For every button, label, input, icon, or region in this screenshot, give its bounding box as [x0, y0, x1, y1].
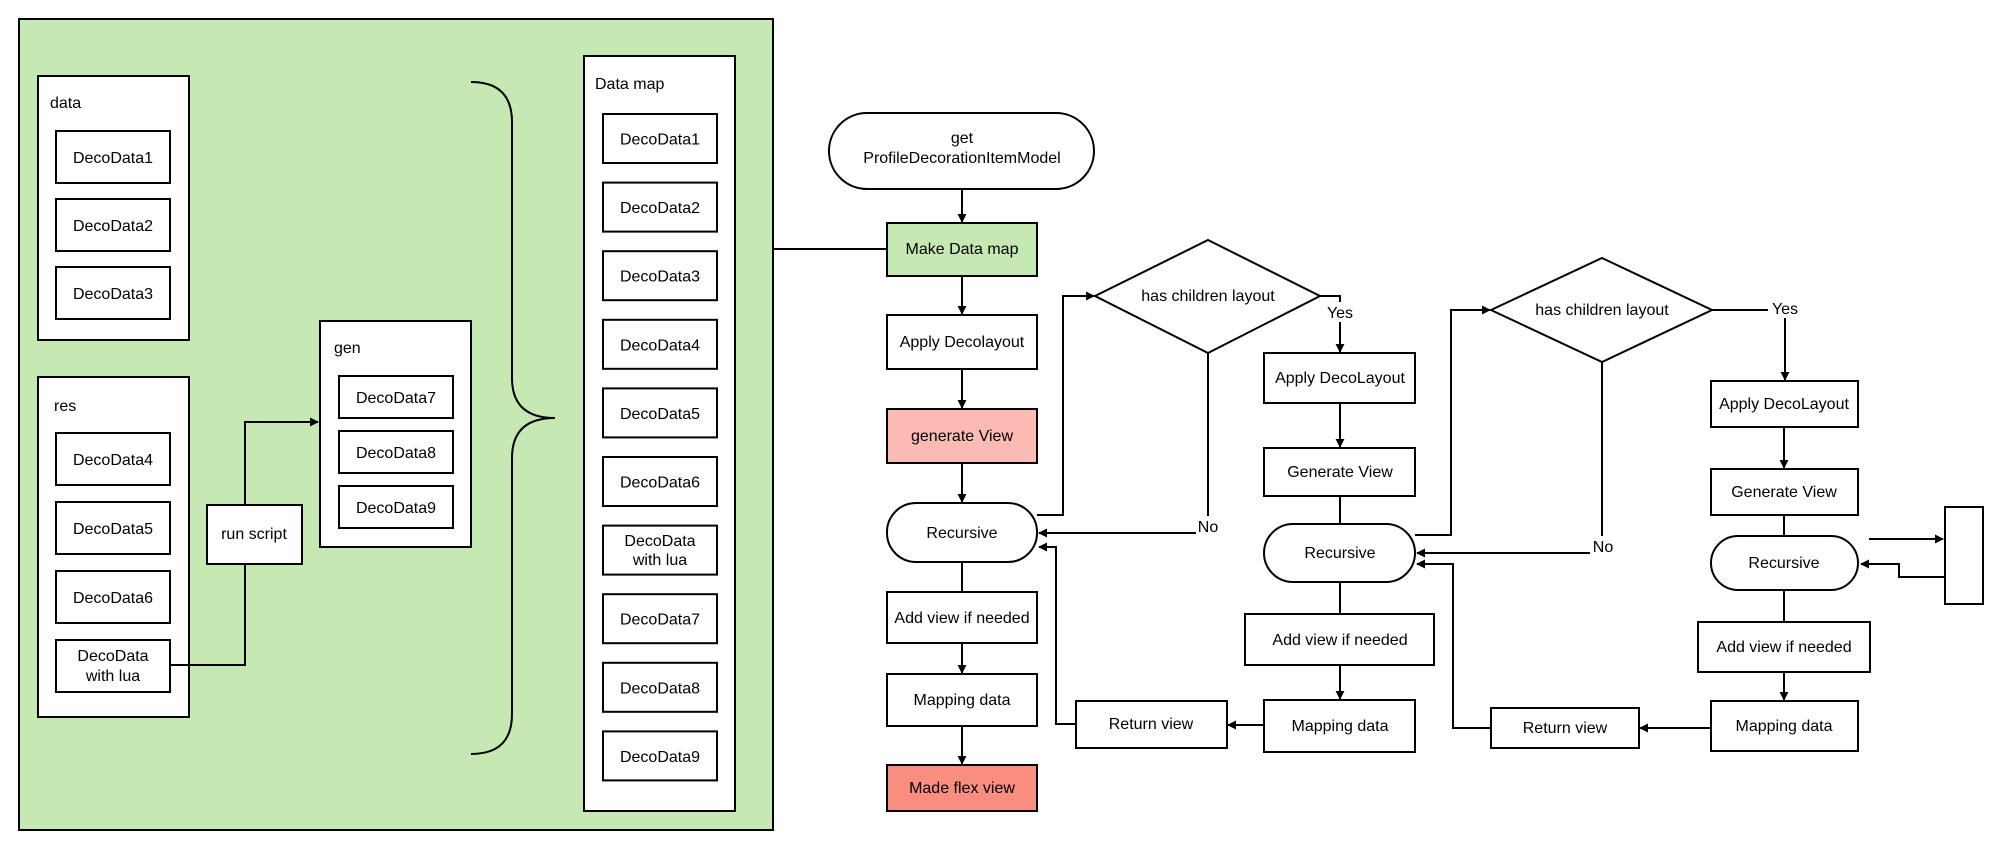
data-map-items: DecoData1DecoData2DecoData3DecoData4Deco…: [602, 113, 718, 782]
made-flex-view-node: [886, 764, 1038, 812]
data-map-item: DecoData7: [620, 612, 700, 629]
truncated-node: [1944, 506, 1984, 605]
arrow: [1038, 353, 1209, 538]
data-map-item: DecoData2: [620, 200, 700, 217]
recursive-3-label: Recursive: [1748, 555, 1819, 572]
data-map-item-box: [602, 387, 718, 439]
data-map-item-box: [602, 456, 718, 507]
data-map-item: DecoData1: [620, 132, 700, 149]
connector: [170, 564, 246, 666]
arrow: [1038, 542, 1076, 725]
data-map-item-box: [602, 661, 718, 713]
make-data-map-label: Make Data map: [906, 241, 1019, 258]
no-label: No: [1593, 539, 1614, 556]
add-view-label: Add view if needed: [894, 610, 1029, 627]
data-map-item-box: [602, 730, 718, 782]
arrow: [1037, 291, 1095, 516]
arrow: [1416, 559, 1491, 729]
recursive-2-label: Recursive: [1304, 545, 1375, 562]
no-label: No: [1198, 519, 1219, 536]
apply-decolayout-label: Apply Decolayout: [900, 334, 1025, 351]
curly-brace: [470, 81, 556, 755]
res-group: res DecoData4 DecoData5 DecoData6 DecoDa…: [37, 376, 190, 718]
add-view-2-node: [1244, 613, 1435, 666]
mapping-data-2-label: Mapping data: [1292, 718, 1389, 735]
data-map-item: DecoData3: [620, 269, 700, 286]
arrow-to-gen: [244, 417, 319, 505]
data-map-item-box: [602, 318, 718, 370]
data-map-item: DecoData4: [620, 337, 700, 354]
gen-item: DecoData8: [356, 445, 436, 462]
arrow: [1860, 559, 1945, 578]
recursive-label: Recursive: [926, 525, 997, 542]
res-group-title: res: [54, 398, 76, 415]
generate-view-2-node: [1263, 447, 1416, 497]
data-map-item: DecoData5: [620, 406, 700, 423]
yes-label: Yes: [1327, 305, 1353, 322]
gen-item: DecoData7: [356, 390, 436, 407]
apply-decolayout-3-label: Apply DecoLayout: [1719, 396, 1849, 413]
data-map-item-box: [602, 593, 718, 645]
data-group-title: data: [50, 95, 81, 112]
mapping-data-label: Mapping data: [914, 692, 1011, 709]
apply-decolayout-2-node: [1263, 352, 1416, 404]
decision-2-label: has children layout: [1535, 302, 1669, 319]
generate-view-node: [886, 408, 1038, 464]
mapping-data-3-node: [1710, 700, 1859, 752]
mapping-data-2-node: [1263, 699, 1416, 753]
apply-decolayout-node: [886, 314, 1038, 370]
arrow: [1415, 305, 1491, 536]
res-item: DecoData5: [73, 521, 153, 538]
apply-decolayout-3-node: [1710, 380, 1859, 428]
data-group: data DecoData1 DecoData2 DecoData3: [37, 75, 190, 341]
run-script-box: [206, 504, 303, 565]
generate-view-3-node: [1710, 468, 1859, 516]
data-map-item-box: [602, 524, 718, 576]
data-map-group: Data map DecoData1DecoData2DecoData3Deco…: [583, 55, 736, 812]
data-item: DecoData3: [73, 286, 153, 303]
run-script-label: run script: [221, 526, 287, 543]
make-data-map-node: [886, 222, 1038, 277]
mapping-data-node: [886, 673, 1038, 727]
generate-view-2-label: Generate View: [1287, 464, 1393, 481]
add-view-node: [886, 591, 1038, 644]
data-map-item: DecoData6: [620, 475, 700, 492]
arrow: [1416, 362, 1603, 558]
data-map-item-box: [602, 113, 718, 164]
return-view-2-label: Return view: [1523, 720, 1608, 737]
data-map-title: Data map: [595, 76, 664, 93]
made-flex-view-label: Made flex view: [909, 780, 1015, 797]
data-map-item-box: [602, 250, 718, 302]
data-map-item: DecoData9: [620, 749, 700, 766]
arrow: [1320, 295, 1345, 353]
res-item: DecoData6: [73, 590, 153, 607]
generate-view-label: generate View: [911, 428, 1013, 445]
apply-decolayout-2-label: Apply DecoLayout: [1275, 370, 1405, 387]
gen-group-title: gen: [334, 340, 361, 357]
data-item: DecoData1: [73, 150, 153, 167]
add-view-2-label: Add view if needed: [1272, 632, 1407, 649]
gen-group: gen DecoData7 DecoData8 DecoData9: [319, 320, 472, 548]
yes-label: Yes: [1772, 301, 1798, 318]
add-view-3-label: Add view if needed: [1716, 639, 1851, 656]
data-item: DecoData2: [73, 218, 153, 235]
res-item: DecoData4: [73, 452, 153, 469]
generate-view-3-label: Generate View: [1731, 484, 1837, 501]
data-map-item: DecoData8: [620, 680, 700, 697]
arrow: [1712, 309, 1790, 381]
decision-1-label: has children layout: [1141, 288, 1275, 305]
data-map-item-box: [602, 181, 718, 233]
return-view-label: Return view: [1109, 716, 1194, 733]
mapping-data-3-label: Mapping data: [1736, 718, 1833, 735]
gen-item: DecoData9: [356, 500, 436, 517]
